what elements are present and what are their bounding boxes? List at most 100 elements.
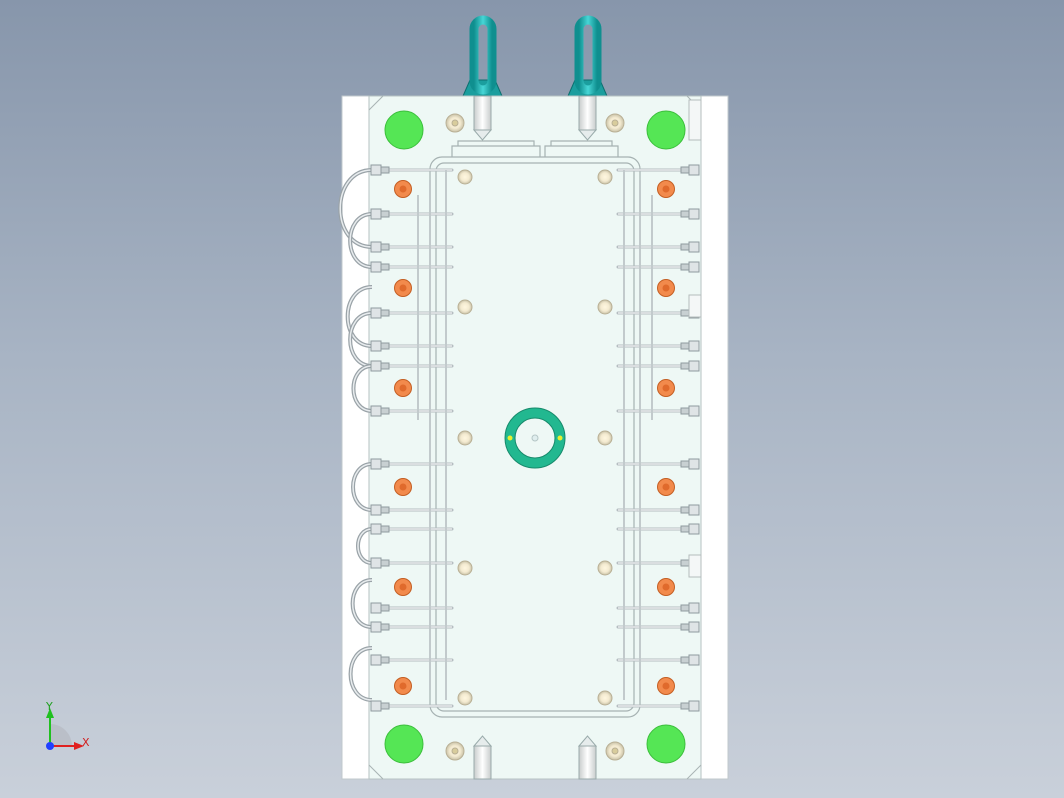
hose-fitting: [370, 458, 382, 470]
dowel-hole: [457, 430, 473, 446]
hose-fitting: [688, 340, 700, 352]
bolt-socket: [399, 185, 407, 193]
hose-fitting: [370, 164, 382, 176]
fitting-nut: [380, 604, 390, 612]
fitting-nut: [680, 309, 690, 317]
hose-loop-highlight: [339, 169, 373, 248]
hose-loop-highlight: [351, 579, 373, 628]
hose-loop-highlight: [352, 365, 373, 412]
cooling-fittings: [370, 164, 700, 712]
x-axis-arrow: [74, 742, 84, 750]
hose-fitting: [370, 557, 382, 569]
fitting-nut: [380, 559, 390, 567]
dowel-hole: [597, 169, 613, 185]
triad-quadrant: [50, 724, 72, 746]
fitting-nut: [680, 407, 690, 415]
guide-pin-bottom-left: [472, 735, 493, 780]
hose-fitting: [370, 405, 382, 417]
locating-ring[interactable]: [504, 407, 566, 469]
corner-pad-top-right: [646, 110, 686, 150]
guide-pin-top-right: [577, 95, 598, 141]
hose-fitting: [688, 458, 700, 470]
eyebolt-right: [567, 15, 608, 97]
corner-pad-bottom-right: [646, 724, 686, 764]
hose-loop-highlight: [346, 286, 373, 347]
fitting-nut: [680, 263, 690, 271]
dowel-hole: [457, 560, 473, 576]
fitting-nut: [380, 362, 390, 370]
dowel-hole: [597, 430, 613, 446]
fitting-nut: [680, 656, 690, 664]
hose-loop-highlight: [349, 647, 373, 701]
fitting-nut: [380, 342, 390, 350]
bolt-socket: [399, 682, 407, 690]
bolt-socket: [662, 583, 670, 591]
fitting-nut: [680, 559, 690, 567]
fitting-nut: [680, 342, 690, 350]
hose-loop-highlight: [352, 463, 373, 511]
fitting-nut: [680, 460, 690, 468]
dowel-hole: [597, 560, 613, 576]
dowel-hole: [457, 299, 473, 315]
hose-fitting: [370, 261, 382, 273]
bolt-socket: [662, 384, 670, 392]
dowel-hole: [457, 169, 473, 185]
coordinate-triad: Y X: [45, 700, 90, 750]
hose-fitting: [688, 654, 700, 666]
corner-pad-bottom-left: [384, 724, 424, 764]
bolt-socket: [399, 384, 407, 392]
bolt-socket: [662, 682, 670, 690]
hose-fitting: [688, 261, 700, 273]
corner-pad-top-left: [384, 110, 424, 150]
hose-fitting: [370, 340, 382, 352]
bolt-socket: [399, 583, 407, 591]
guide-pin-bottom-right: [577, 735, 598, 780]
hose-fitting: [370, 241, 382, 253]
hose-fitting: [370, 360, 382, 372]
fitting-nut: [680, 210, 690, 218]
fitting-nut: [380, 623, 390, 631]
fitting-nut: [380, 702, 390, 710]
hose-fitting: [688, 208, 700, 220]
dowel-hole: [597, 299, 613, 315]
hose-fitting: [370, 523, 382, 535]
fitting-nut: [380, 525, 390, 533]
hose-loop-highlight: [349, 312, 373, 367]
hose-fitting: [688, 700, 700, 712]
fitting-nut: [380, 309, 390, 317]
hose-loop-highlight: [357, 528, 373, 564]
dowel-hole: [457, 690, 473, 706]
hose-fitting: [688, 621, 700, 633]
hose-fitting: [370, 700, 382, 712]
hose-fitting: [370, 504, 382, 516]
washer-group: [445, 113, 625, 761]
fitting-nut: [380, 460, 390, 468]
hose-fitting: [688, 360, 700, 372]
fitting-nut: [680, 506, 690, 514]
fitting-nut: [380, 506, 390, 514]
bolt-socket: [662, 284, 670, 292]
hose-fitting: [688, 504, 700, 516]
fitting-nut: [680, 362, 690, 370]
dowel-hole: [597, 690, 613, 706]
fitting-nut: [680, 623, 690, 631]
fitting-nut: [380, 407, 390, 415]
hose-loop-highlight: [349, 213, 373, 268]
hose-fitting: [370, 621, 382, 633]
hose-fitting: [688, 602, 700, 614]
fitting-nut: [680, 702, 690, 710]
fitting-nut: [680, 604, 690, 612]
fitting-nut: [380, 263, 390, 271]
hose-fitting: [688, 241, 700, 253]
fitting-nut: [380, 243, 390, 251]
bolt-socket: [399, 284, 407, 292]
fitting-nut: [680, 166, 690, 174]
hose-fitting: [370, 208, 382, 220]
bolt-socket: [662, 483, 670, 491]
fitting-nut: [380, 166, 390, 174]
z-axis-dot: [46, 742, 54, 750]
fitting-nut: [680, 243, 690, 251]
hose-fitting: [688, 164, 700, 176]
hose-fitting: [370, 602, 382, 614]
